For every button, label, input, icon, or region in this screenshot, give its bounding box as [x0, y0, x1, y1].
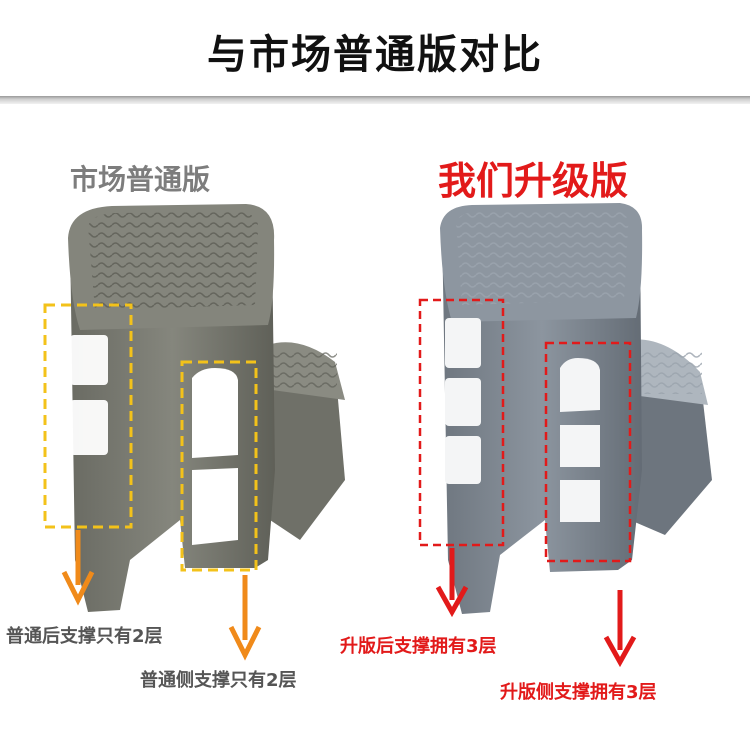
upgraded-version-label: 我们升级版 — [438, 159, 629, 203]
upgraded-back-support-caption: 升版后支撑拥有3层 — [340, 636, 497, 657]
back-support-highlight — [43, 303, 133, 529]
side-support-highlight-upgraded — [544, 341, 632, 563]
back-support-highlight-upgraded — [418, 298, 505, 547]
ordinary-version-label: 市场普通版 — [70, 163, 211, 196]
red-arrow-back — [435, 548, 469, 618]
page-title: 与市场普通版对比 — [207, 32, 543, 78]
ordinary-back-support-caption: 普通后支撑只有2层 — [6, 626, 163, 647]
ordinary-stool-picture — [43, 204, 345, 661]
title-divider — [0, 96, 750, 104]
upgraded-side-support-caption: 升版侧支撑拥有3层 — [500, 682, 657, 703]
ordinary-side-support-caption: 普通侧支撑只有2层 — [140, 670, 297, 691]
side-support-highlight — [180, 360, 258, 572]
orange-arrow-back — [61, 530, 95, 606]
red-arrow-side — [603, 590, 637, 668]
upgraded-stool-picture — [418, 203, 712, 668]
orange-arrow-side — [228, 575, 262, 661]
